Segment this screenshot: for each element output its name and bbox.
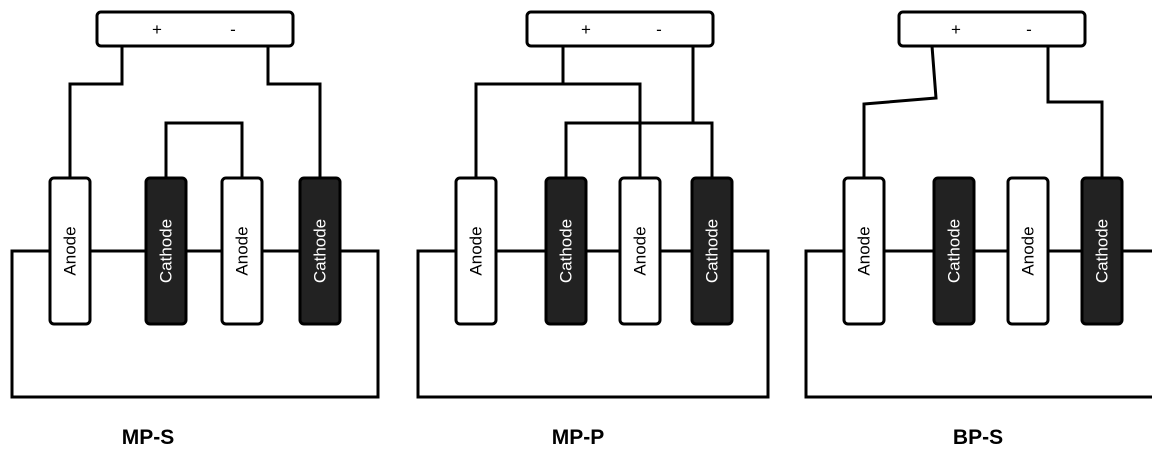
wire-minus-to-cathode-2: [266, 46, 322, 178]
electrode-label: Anode: [467, 226, 486, 275]
electrode-anode: [220, 176, 264, 326]
electrode-label: Cathode: [945, 219, 964, 283]
power-supply: [897, 10, 1087, 48]
positive-terminal: +: [951, 20, 961, 39]
wire-plus-to-anode-1: [474, 46, 565, 178]
electrode-label: Cathode: [703, 219, 722, 283]
electrode-label: Cathode: [311, 219, 330, 283]
power-supply: [95, 10, 295, 48]
electrode-cathode: [298, 176, 342, 326]
electrode-anode: [48, 176, 92, 326]
wire-minus-to-cathode-2: [693, 121, 714, 178]
electrode-anode: [842, 176, 886, 326]
electrode-label: Cathode: [557, 219, 576, 283]
electrode-anode: [1006, 176, 1050, 326]
panel-caption: MP-P: [552, 426, 605, 449]
panel-mp-s: + - Anode Cathode Anode Cathode MP-S: [10, 10, 380, 449]
electrode-anode: [454, 176, 498, 326]
electrode-label: Anode: [61, 226, 80, 275]
negative-terminal: -: [656, 20, 662, 39]
electrode-label: Anode: [1019, 226, 1038, 275]
wire-minus-to-cathode-2: [1046, 46, 1104, 178]
panel-bp-s: + - Anode Cathode Anode Cathode BP-S: [804, 10, 1152, 449]
electrode-label: Cathode: [1093, 219, 1112, 283]
power-supply: [525, 10, 715, 48]
electrode-label: Anode: [233, 226, 252, 275]
panel-mp-p: + - Anode Cathode Anode Cathode MP-P: [416, 10, 770, 449]
panel-caption: BP-S: [953, 426, 1003, 449]
negative-terminal: -: [1026, 20, 1032, 39]
wire-plus-to-anode-2: [563, 82, 642, 178]
electrode-cathode: [544, 176, 588, 326]
electrode-cathode: [932, 176, 976, 326]
wire-minus-to-cathode-1: [564, 46, 695, 178]
electrode-label: Anode: [855, 226, 874, 275]
electrode-cathode: [690, 176, 734, 326]
electrode-cathode: [1080, 176, 1124, 326]
negative-terminal: -: [230, 20, 236, 39]
wire-plus-to-anode-1: [862, 45, 938, 178]
electrode-cathode: [144, 176, 188, 326]
wire-plus-to-anode-1: [68, 46, 124, 178]
electrode-anode: [618, 176, 662, 326]
wire-cathode-1-to-anode-2: [164, 121, 244, 178]
electrode-label: Anode: [631, 226, 650, 275]
electrode-label: Cathode: [157, 219, 176, 283]
positive-terminal: +: [581, 20, 591, 39]
positive-terminal: +: [152, 20, 162, 39]
panel-caption: MP-S: [122, 426, 175, 449]
